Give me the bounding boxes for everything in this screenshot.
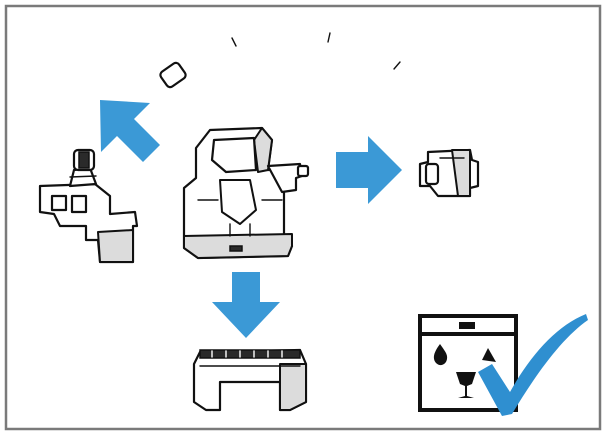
arrow-down-icon [212,272,280,338]
main-valve-body [182,126,310,260]
tube-elbow-connector [418,148,480,198]
arrow-right-icon [336,136,402,204]
arrow-up-left-icon [100,100,160,162]
base-clip [192,348,308,412]
checkmark-icon [478,314,588,416]
direction-arrows [100,100,402,338]
tube-end-connector [159,61,187,89]
tube-assembly [159,32,480,198]
bracket-with-nozzle [38,148,139,264]
